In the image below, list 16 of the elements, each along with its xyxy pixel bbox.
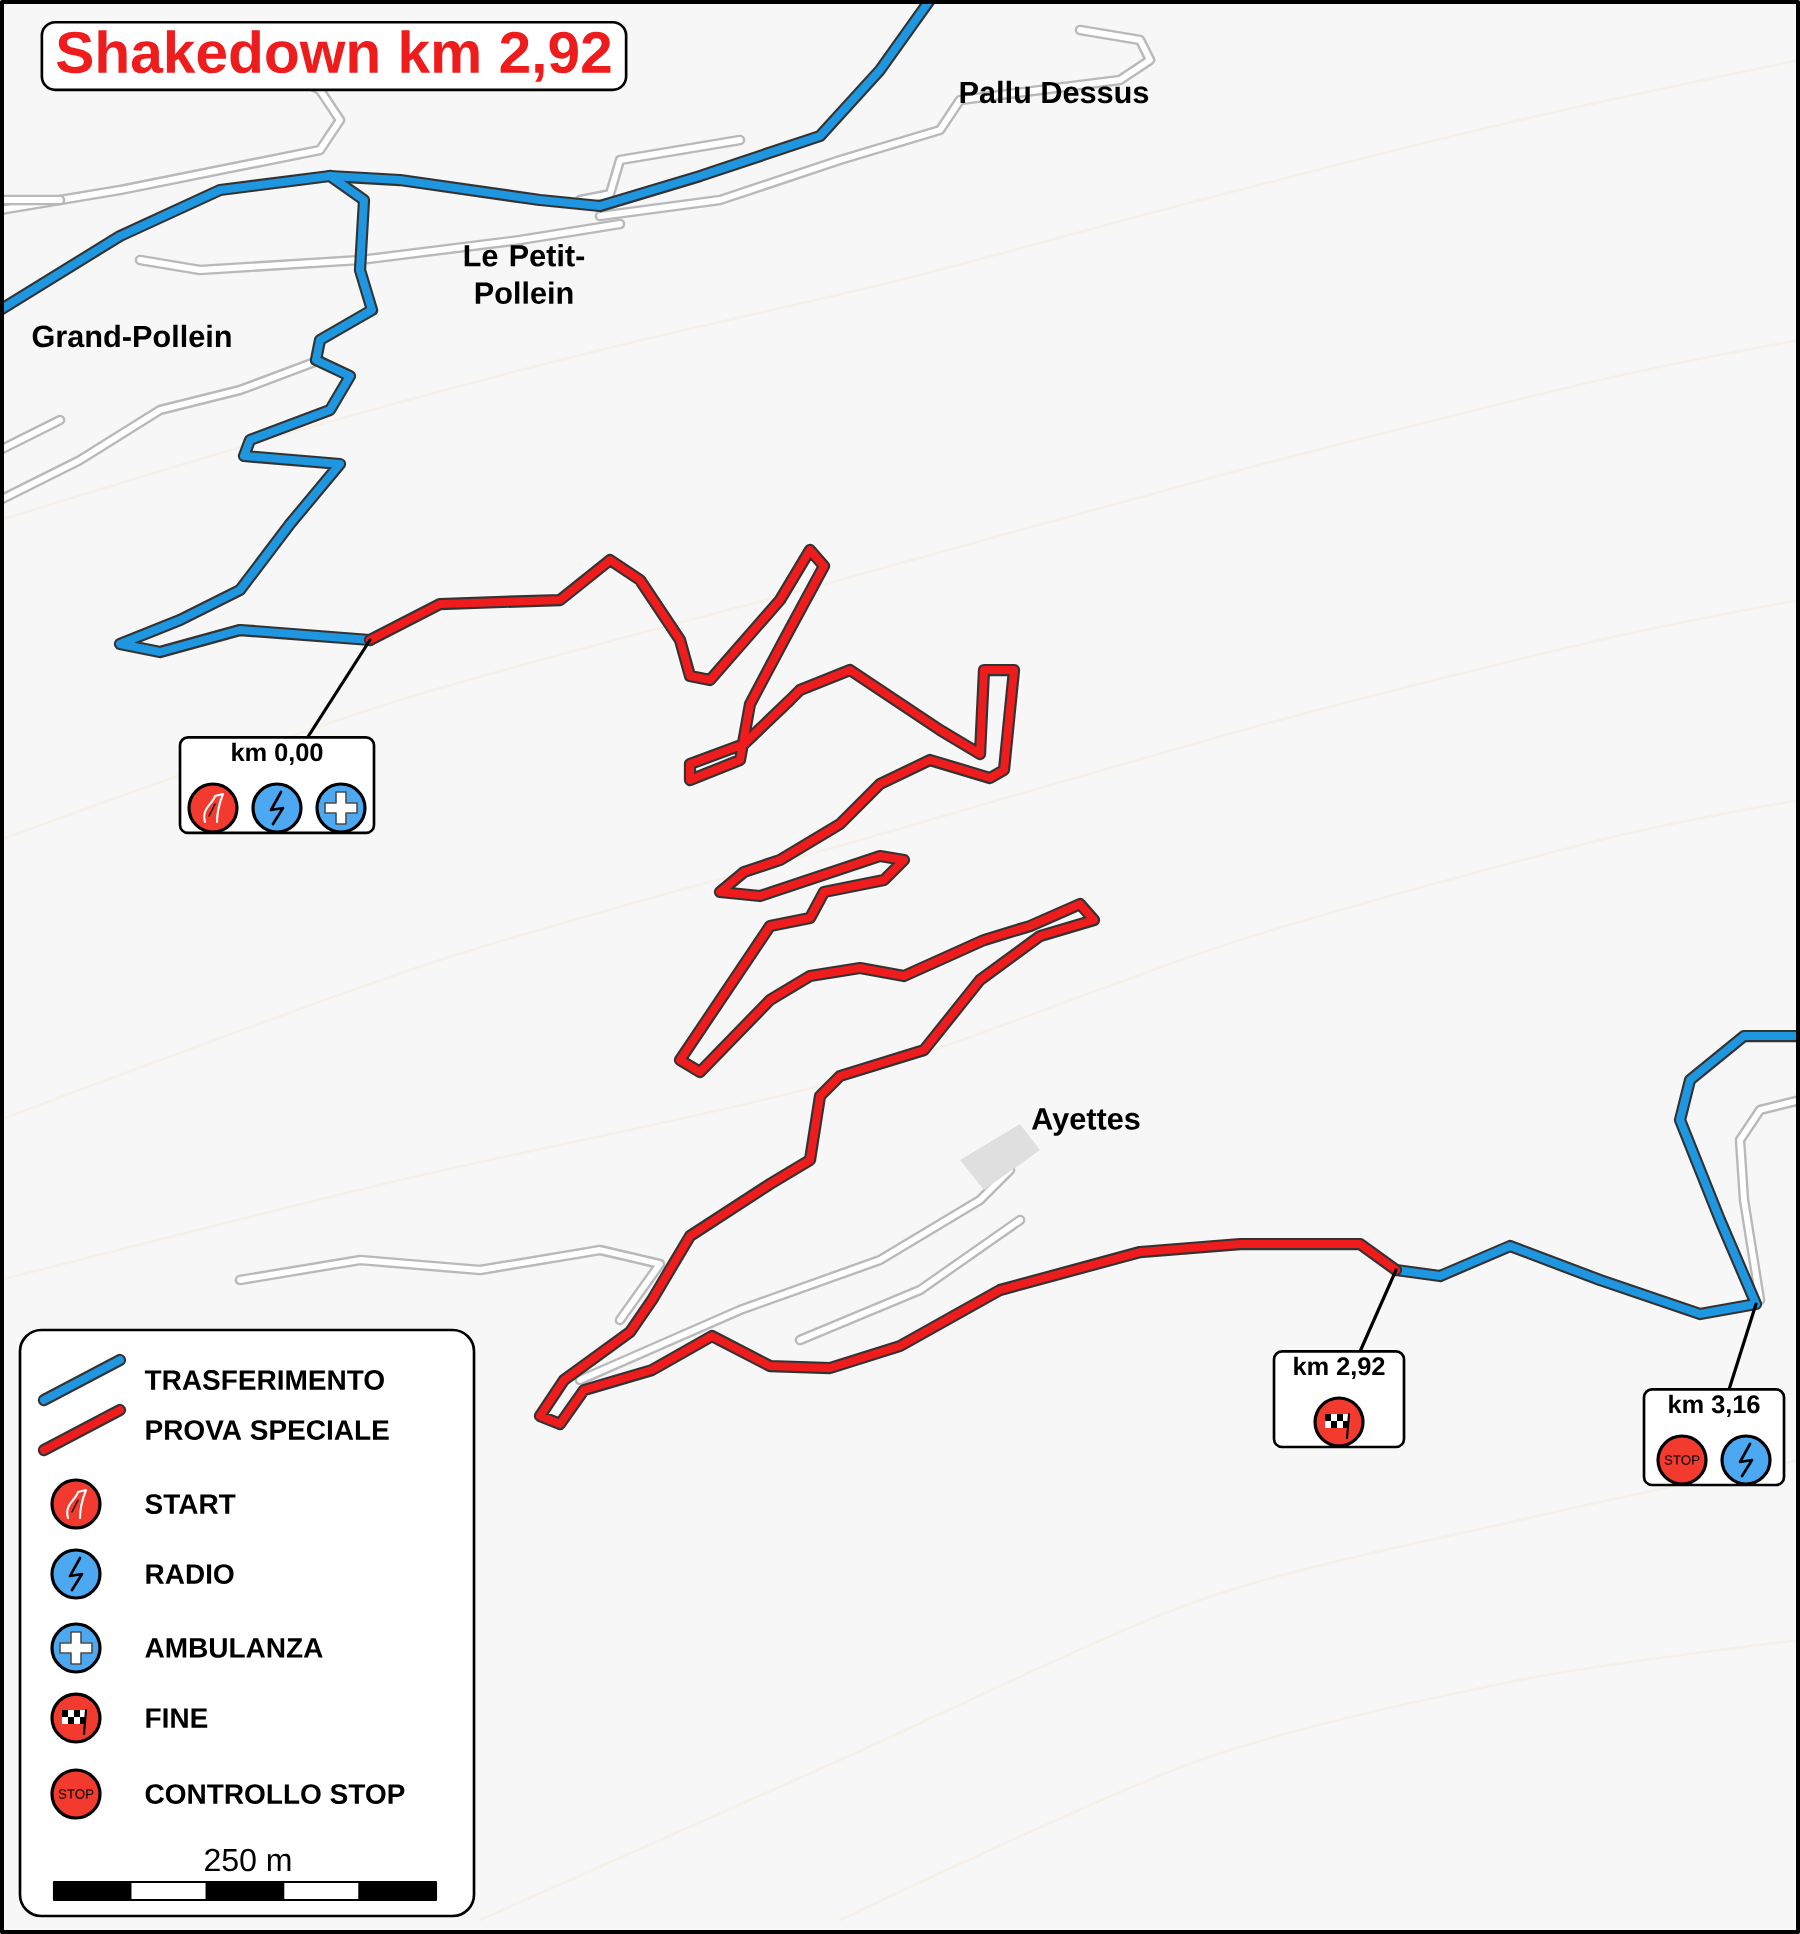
- place-name: Grand-Pollein: [32, 324, 231, 348]
- legend-label: START: [145, 1494, 236, 1514]
- legend-label: AMBULANZA: [145, 1638, 323, 1658]
- legend-label: RADIO: [146, 1564, 234, 1584]
- legend-label: CONTROLLO STOP: [145, 1784, 405, 1804]
- leader-line: [1359, 1268, 1398, 1352]
- place-name: Le Petit-Pollein: [464, 244, 585, 304]
- leader-line: [1727, 1302, 1758, 1390]
- legend-label: TRASFERIMENTO: [144, 1370, 384, 1390]
- scale-label: 250 m: [205, 1848, 291, 1872]
- title-box: Shakedown km 2,92: [40, 20, 628, 92]
- place-name: Ayettes: [1031, 1108, 1140, 1136]
- legend-label: PROVA SPECIALE: [146, 1420, 389, 1440]
- legend-label: FINE: [146, 1708, 208, 1728]
- place-name: Pallu Dessus: [960, 80, 1149, 104]
- leader-line: [306, 638, 372, 738]
